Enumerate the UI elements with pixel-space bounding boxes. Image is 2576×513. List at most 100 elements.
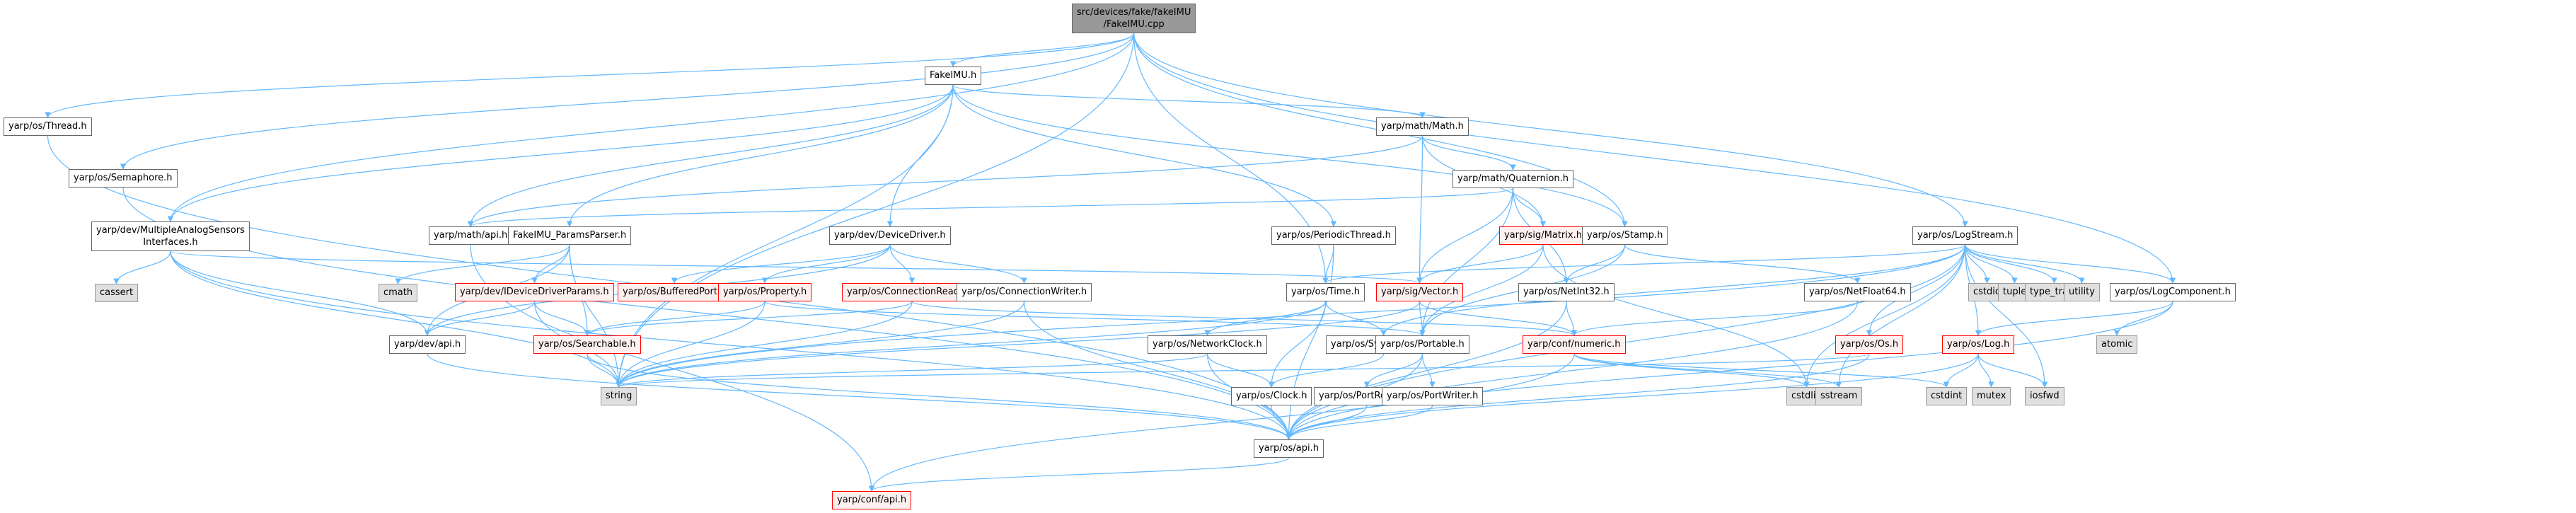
node-device-driver[interactable]: yarp/dev/DeviceDriver.h xyxy=(829,226,951,245)
node-math-h[interactable]: yarp/math/Math.h xyxy=(1376,117,1469,136)
edge-fakeimu_h-to-mathapi xyxy=(467,84,954,227)
edge-fakeimu_h-to-stamp xyxy=(952,84,1628,227)
edge-fakeimu_h-to-periodic xyxy=(952,84,1337,227)
edge-root-to-logcomponent xyxy=(1133,33,2176,284)
edge-netfloat64-to-osapi xyxy=(1286,301,1859,440)
node-stamp[interactable]: yarp/os/Stamp.h xyxy=(1582,226,1668,245)
node-cstdint[interactable]: cstdint xyxy=(1926,387,1968,405)
edge-logstream-to-iosfwd xyxy=(1964,244,2048,388)
node-time[interactable]: yarp/os/Time.h xyxy=(1286,283,1365,301)
node-netint32[interactable]: yarp/os/NetInt32.h xyxy=(1518,283,1615,301)
edge-netfloat64-to-numeric xyxy=(1571,301,1859,336)
node-label: yarp/os/Clock.h xyxy=(1236,391,1307,401)
edge-connreader-to-string xyxy=(616,301,913,388)
node-label: FakeIMU.h xyxy=(930,70,977,81)
edge-mathh-to-mathapi xyxy=(467,135,1423,227)
node-log-component[interactable]: yarp/os/LogComponent.h xyxy=(2110,283,2236,301)
edge-root-to-timeh xyxy=(1133,33,1329,284)
node-label: yarp/os/LogComponent.h xyxy=(2115,287,2231,297)
node-cassert[interactable]: cassert xyxy=(95,284,139,302)
node-network-clock[interactable]: yarp/os/NetworkClock.h xyxy=(1148,335,1267,354)
edge-logstream-to-systemclock xyxy=(1380,244,1966,336)
node-label: yarp/conf/api.h xyxy=(837,495,907,505)
edge-timeh-to-networkclock xyxy=(1204,301,1327,336)
edge-paramsparser-to-string xyxy=(569,244,622,388)
node-clock[interactable]: yarp/os/Clock.h xyxy=(1231,387,1312,405)
node-label: yarp/dev/api.h xyxy=(394,339,461,350)
edge-mathapi-to-confapi xyxy=(470,244,875,492)
node-matrix[interactable]: yarp/sig/Matrix.h xyxy=(1499,226,1587,245)
edge-logcomponent-to-logh xyxy=(1975,301,2173,336)
node-label: atomic xyxy=(2101,339,2133,350)
node-iosfwd[interactable]: iosfwd xyxy=(2025,387,2064,405)
node-label: yarp/sig/Matrix.h xyxy=(1504,230,1582,241)
node-mutex[interactable]: mutex xyxy=(1972,387,2011,405)
node-sstream[interactable]: sstream xyxy=(1815,387,1863,405)
node-cmath[interactable]: cmath xyxy=(379,284,418,302)
edge-mathh-to-vector xyxy=(1416,135,1423,284)
node-idevicedriver-params[interactable]: yarp/dev/IDeviceDriverParams.h xyxy=(455,283,614,301)
node-utility[interactable]: utility xyxy=(2064,283,2100,301)
node-os-api[interactable]: yarp/os/api.h xyxy=(1254,439,1324,458)
edge-quaternion-to-matrix xyxy=(1512,188,1547,227)
node-os-h[interactable]: yarp/os/Os.h xyxy=(1835,335,1904,354)
node-label: yarp/os/ConnectionWriter.h xyxy=(961,287,1087,297)
node-vector[interactable]: yarp/sig/Vector.h xyxy=(1376,283,1464,301)
node-numeric[interactable]: yarp/conf/numeric.h xyxy=(1523,335,1626,354)
node-log-h[interactable]: yarp/os/Log.h xyxy=(1942,335,2015,354)
node-atomic[interactable]: atomic xyxy=(2096,335,2138,354)
edge-logh-to-mutex xyxy=(1977,353,1994,388)
node-math-api[interactable]: yarp/math/api.h xyxy=(429,226,513,245)
edge-numeric-to-cstdlib xyxy=(1573,353,1810,388)
node-label: yarp/os/NetworkClock.h xyxy=(1153,339,1262,350)
edge-timeh-to-clock xyxy=(1268,301,1327,388)
node-periodic-thread[interactable]: yarp/os/PeriodicThread.h xyxy=(1271,226,1396,245)
edge-logh-to-iosfwd xyxy=(1977,353,2048,388)
node-buffered-port[interactable]: yarp/os/BufferedPort.h xyxy=(618,283,732,301)
edge-quaternion-to-portable xyxy=(1419,188,1514,336)
node-thread[interactable]: yarp/os/Thread.h xyxy=(4,117,92,136)
node-params-parser[interactable]: FakeIMU_ParamsParser.h xyxy=(508,226,632,245)
node-property[interactable]: yarp/os/Property.h xyxy=(718,283,812,301)
edge-connreader-to-searchable xyxy=(584,301,913,336)
edge-property-to-portable xyxy=(764,301,1426,336)
node-conf-api[interactable]: yarp/conf/api.h xyxy=(832,491,912,509)
edge-quaternion-to-mathapi xyxy=(468,188,1514,227)
node-string[interactable]: string xyxy=(601,387,637,405)
edge-logstream-to-osh xyxy=(1866,244,1966,336)
node-root[interactable]: src/devices/fake/fakeIMU/FakeIMU.cpp xyxy=(1072,4,1196,33)
node-label: yarp/os/Searchable.h xyxy=(538,339,636,350)
edge-fakeimu_h-to-devicedriver xyxy=(886,84,954,227)
node-label: yarp/math/Quaternion.h xyxy=(1457,173,1569,184)
node-netfloat64[interactable]: yarp/os/NetFloat64.h xyxy=(1804,283,1911,301)
node-label: yarp/os/Semaphore.h xyxy=(74,173,173,183)
edge-semaphore-to-osapi xyxy=(122,187,1292,440)
edge-fakeimu_h-to-masi xyxy=(167,84,954,222)
node-label: FakeIMU_ParamsParser.h xyxy=(513,230,627,241)
edge-logstream-to-tuple xyxy=(1964,244,2018,284)
node-label: yarp/os/LogStream.h xyxy=(1917,230,2014,241)
node-connection-writer[interactable]: yarp/os/ConnectionWriter.h xyxy=(957,283,1092,301)
node-label: sstream xyxy=(1820,391,1858,401)
node-port-writer[interactable]: yarp/os/PortWriter.h xyxy=(1382,387,1484,405)
edge-devicedriver-to-connwriter xyxy=(889,244,1027,284)
node-quaternion[interactable]: yarp/math/Quaternion.h xyxy=(1452,170,1574,188)
node-fakeimu-h[interactable]: FakeIMU.h xyxy=(925,67,982,85)
node-searchable[interactable]: yarp/os/Searchable.h xyxy=(533,335,641,354)
edge-devicedriver-to-connreader xyxy=(889,244,916,284)
node-portable[interactable]: yarp/os/Portable.h xyxy=(1375,335,1469,354)
edge-netint32-to-numeric xyxy=(1566,301,1578,336)
edge-stamp-to-netint32 xyxy=(1563,244,1626,284)
edge-logstream-to-utility xyxy=(1964,244,2085,284)
node-log-stream[interactable]: yarp/os/LogStream.h xyxy=(1912,226,2018,245)
node-semaphore[interactable]: yarp/os/Semaphore.h xyxy=(69,169,178,188)
edge-quaternion-to-vector xyxy=(1416,188,1514,284)
edge-fakeimu_h-to-mathh xyxy=(952,84,1426,118)
node-label: yarp/dev/IDeviceDriverParams.h xyxy=(460,287,609,297)
node-label: cassert xyxy=(100,287,134,298)
node-dev-api[interactable]: yarp/dev/api.h xyxy=(389,335,466,354)
node-label: iosfwd xyxy=(2030,391,2060,401)
edge-logstream-to-timeh xyxy=(1322,244,1966,284)
